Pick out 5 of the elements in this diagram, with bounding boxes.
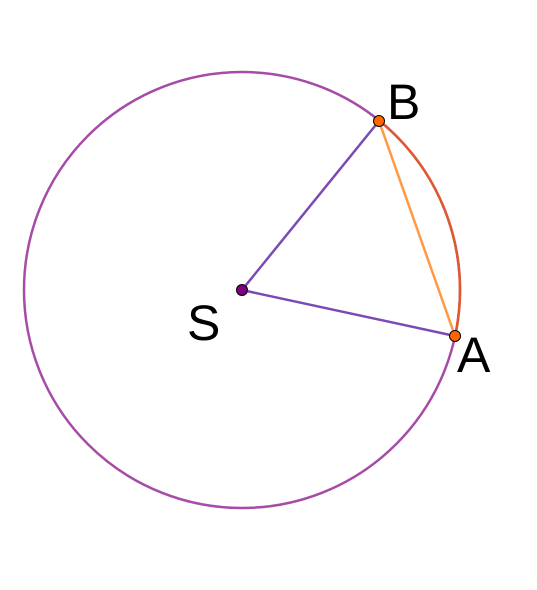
point-label: B <box>387 77 420 127</box>
point-label: S <box>187 298 220 348</box>
line-segment <box>248 290 450 336</box>
line-segment <box>244 124 376 286</box>
point-label: A <box>457 330 490 380</box>
